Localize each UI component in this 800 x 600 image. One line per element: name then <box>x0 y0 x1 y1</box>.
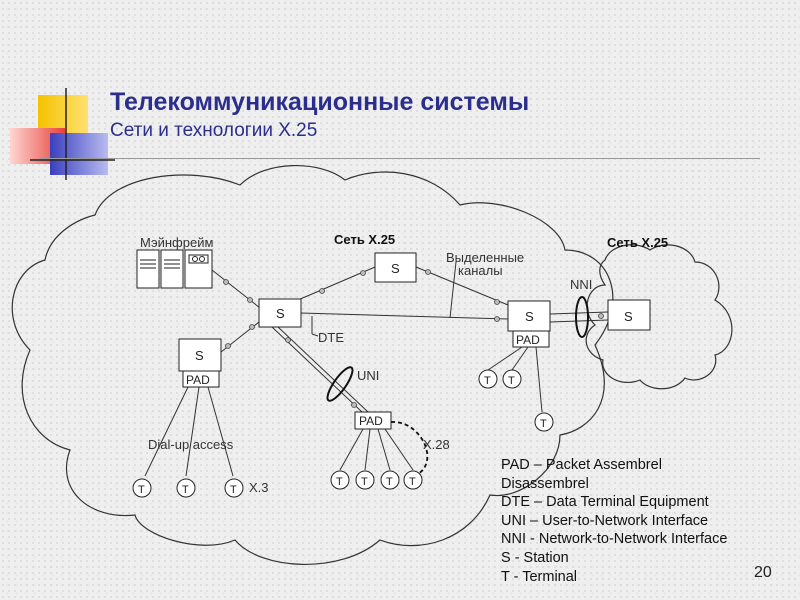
link-markers <box>223 269 604 408</box>
pad-left: PAD <box>182 370 220 388</box>
terminal-4: T <box>330 470 350 490</box>
page-number: 20 <box>754 564 772 581</box>
mainframe-label: Мэйнфрейм <box>140 235 213 250</box>
slide-subtitle: Сети и технологии X.25 <box>110 120 318 141</box>
uni-label: UNI <box>357 368 379 383</box>
terminal-wiring <box>144 346 543 477</box>
network-links <box>211 261 609 413</box>
svg-text:S: S <box>525 309 534 324</box>
network-label-right: Сеть X.25 <box>607 235 668 250</box>
svg-text:PAD: PAD <box>186 373 210 387</box>
terminal-8: T <box>478 369 498 389</box>
station-right: S <box>507 300 551 332</box>
terminal-5: T <box>355 470 375 490</box>
leased-channels-label-1: Выделенные <box>446 250 524 265</box>
uni-ellipse <box>326 366 354 402</box>
terminal-10: T <box>534 412 554 432</box>
svg-text:S: S <box>195 348 204 363</box>
svg-text:T: T <box>409 476 416 488</box>
svg-text:T: T <box>484 375 491 387</box>
svg-text:T: T <box>540 418 547 430</box>
svg-text:T: T <box>508 375 515 387</box>
title-divider <box>40 158 760 159</box>
legend-item: NNI - Network-to-Network Interface <box>501 531 728 548</box>
legend-item: DTE – Data Terminal Equipment <box>501 494 709 511</box>
mainframe-icon <box>136 249 213 289</box>
main-network-cloud <box>11 165 614 565</box>
legend-item: S - Station <box>501 549 569 566</box>
svg-text:S: S <box>391 261 400 276</box>
station-center: S <box>258 298 302 328</box>
station-top: S <box>374 252 417 283</box>
terminal-1: T <box>132 478 152 498</box>
svg-text:T: T <box>336 476 343 488</box>
x28-connection <box>390 421 429 475</box>
legend-item: Disassembrel <box>501 475 589 492</box>
nni-label: NNI <box>570 277 592 292</box>
svg-text:T: T <box>230 484 237 496</box>
legend-item: T - Terminal <box>501 568 578 585</box>
terminal-7: T <box>403 470 423 490</box>
legend: PAD – Packet Assembrel Disassembrel DTE … <box>501 456 727 586</box>
terminal-6: T <box>380 470 400 490</box>
network-label-left: Сеть X.25 <box>334 232 395 247</box>
slide-title: Телекоммуникационные системы <box>110 88 530 116</box>
pad-bottom: PAD <box>354 411 392 430</box>
svg-text:PAD: PAD <box>516 333 540 347</box>
dte-label: DTE <box>318 330 344 345</box>
leased-channels-label-2: каналы <box>458 263 503 278</box>
station-left: S <box>178 338 222 372</box>
slide-logo <box>10 88 115 180</box>
legend-item: PAD – Packet Assembrel <box>501 457 662 473</box>
svg-text:S: S <box>276 306 285 321</box>
svg-text:T: T <box>182 484 189 496</box>
svg-text:PAD: PAD <box>359 414 383 428</box>
svg-text:T: T <box>138 484 145 496</box>
x28-label: X.28 <box>423 437 450 452</box>
svg-text:S: S <box>624 309 633 324</box>
x3-label: X.3 <box>249 480 269 495</box>
terminal-3: T <box>224 478 244 498</box>
terminal-2: T <box>176 478 196 498</box>
pad-right: PAD <box>512 330 550 348</box>
legend-item: UNI – User-to-Network Interface <box>501 512 709 529</box>
terminal-9: T <box>502 369 522 389</box>
nni-ellipse <box>575 296 589 338</box>
station-second-network: S <box>607 299 651 331</box>
svg-text:T: T <box>386 476 393 488</box>
svg-text:T: T <box>361 476 368 488</box>
